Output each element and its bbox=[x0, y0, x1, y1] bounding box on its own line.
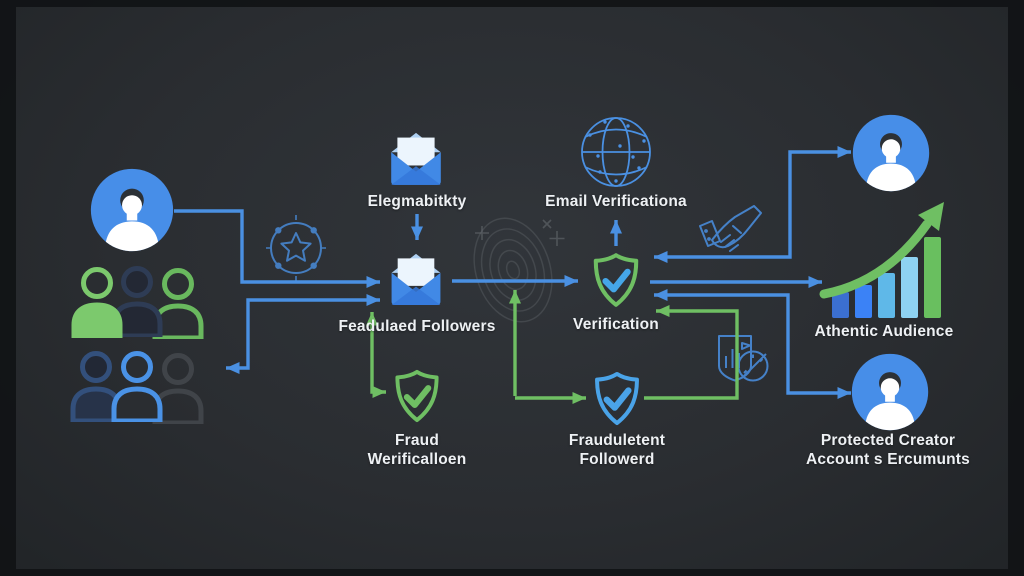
label-fraudulent-line2: Followerd bbox=[579, 450, 655, 468]
shield-check-icon-fraudulent bbox=[597, 374, 637, 423]
connector-verification-to-authentic-avatar bbox=[654, 146, 851, 263]
envelope-icon-followers bbox=[391, 253, 441, 305]
label-regulated-followers: Feadulaed Followers bbox=[338, 318, 496, 335]
growth-bar bbox=[901, 257, 918, 318]
label-protected-creator: Protected Creator Account s Ercumunts bbox=[806, 432, 970, 469]
audit-gauge-icon bbox=[718, 335, 769, 382]
connector-creator-to-followers bbox=[174, 209, 380, 288]
label-fraud-line1: Fraud bbox=[394, 432, 440, 449]
globe-icon bbox=[581, 117, 651, 187]
followers-group-row1 bbox=[74, 269, 201, 339]
label-fraudulent-line1: Frauduletent bbox=[568, 432, 666, 449]
envelope-icon-eligibility bbox=[391, 132, 441, 185]
connector-fraudulent-to-verification bbox=[644, 305, 739, 400]
label-authentic-audience: Athentic Audience bbox=[814, 323, 954, 340]
handshake-icon bbox=[699, 205, 762, 252]
label-protected-line1: Protected Creator bbox=[820, 432, 956, 449]
followers-group-row2 bbox=[73, 354, 201, 424]
growth-bar bbox=[855, 285, 872, 318]
shield-check-icon-verification bbox=[596, 255, 636, 305]
protected-avatar-icon bbox=[852, 354, 928, 431]
label-fraud-line2: Werificalloen bbox=[367, 450, 467, 468]
connector-to-fraud-check bbox=[366, 312, 386, 398]
label-protected-line2: Account s Ercumunts bbox=[806, 450, 970, 468]
green-connectors bbox=[366, 290, 739, 404]
growth-bar bbox=[878, 273, 895, 318]
star-badge-icon bbox=[266, 215, 326, 281]
label-eligibility: Elegmabitkty bbox=[367, 193, 467, 210]
growth-chart-bars bbox=[832, 237, 941, 318]
connector-followers-loop bbox=[226, 294, 380, 374]
label-fraudulent-followers: Frauduletent Followerd bbox=[569, 432, 665, 469]
blue-connectors bbox=[174, 146, 851, 399]
sparkle-marks bbox=[475, 219, 565, 246]
creator-avatar-icon bbox=[91, 169, 173, 252]
shield-check-icon-fraud bbox=[397, 372, 436, 420]
label-email-verification: Email Verificationa bbox=[545, 193, 687, 210]
growth-chart-icon bbox=[819, 202, 944, 318]
label-fraud-verification: Fraud Werificalloen bbox=[368, 432, 467, 469]
growth-bar bbox=[924, 237, 941, 318]
growth-arrowhead bbox=[918, 202, 944, 231]
label-verification: Verification bbox=[573, 316, 659, 333]
authentic-avatar-icon bbox=[853, 115, 929, 192]
connector-verification-to-protected bbox=[654, 289, 851, 399]
